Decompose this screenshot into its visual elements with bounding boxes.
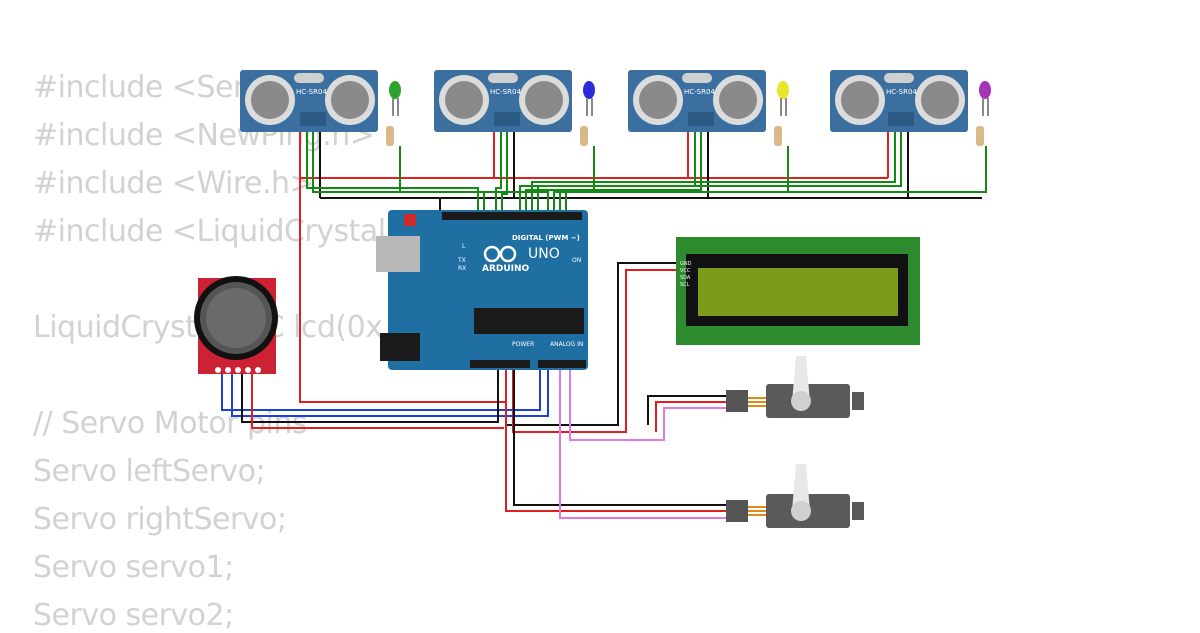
joystick-module xyxy=(194,276,278,374)
code-line: #include <Wire.h> xyxy=(33,166,315,201)
chip xyxy=(474,308,584,334)
resistor xyxy=(580,126,588,146)
digital-header xyxy=(442,212,582,220)
model-label: UNO xyxy=(528,246,560,262)
analog-label: ANALOG IN xyxy=(550,341,583,348)
wire-lcd xyxy=(505,262,680,426)
wire-servo1 xyxy=(647,395,728,425)
resistor xyxy=(774,126,782,146)
analog-header xyxy=(538,360,586,368)
lcd-screen xyxy=(698,268,898,316)
sensor-label: HC-SR04 xyxy=(296,88,327,96)
lcd-pin: SCL xyxy=(680,282,690,288)
servo-motor xyxy=(726,356,864,418)
sensor-label: HC-SR04 xyxy=(490,88,521,96)
ultrasonic-sensor: HC-SR04 xyxy=(628,70,766,132)
sensor-label: HC-SR04 xyxy=(684,88,715,96)
l-label: L xyxy=(462,243,466,250)
wires xyxy=(221,126,987,519)
code-line: Servo servo1; xyxy=(33,550,234,585)
power-label: POWER xyxy=(512,341,534,348)
ultrasonic-sensor: HC-SR04 xyxy=(240,70,378,132)
sensor-label: HC-SR04 xyxy=(886,88,917,96)
code-line: Servo leftServo; xyxy=(33,454,266,489)
led-blue xyxy=(580,81,595,146)
logo-icon xyxy=(483,245,501,263)
lcd-pin: VCC xyxy=(680,268,691,274)
brand-label: ARDUINO xyxy=(482,264,530,274)
resistor xyxy=(386,126,394,146)
led-yellow xyxy=(774,81,789,146)
lcd-pin: SDA xyxy=(680,275,691,281)
power-jack xyxy=(380,333,420,361)
wire-signal xyxy=(306,126,485,212)
led-green xyxy=(386,81,401,146)
on-label: ON xyxy=(572,257,581,264)
rx-label: RX xyxy=(458,265,466,272)
wire-gnd-bus xyxy=(319,126,982,199)
servo-motor xyxy=(726,464,864,528)
arduino-uno: DIGITAL (PWM ~) UNO ARDUINO ON L TX RX P… xyxy=(376,210,588,370)
ultrasonic-sensor: HC-SR04 xyxy=(830,70,968,132)
wire-servo2 xyxy=(513,362,728,506)
wire-joystick xyxy=(221,362,549,417)
lcd-pin: GND xyxy=(680,261,692,267)
lcd-display: GND VCC SDA SCL xyxy=(676,237,920,345)
usb-port xyxy=(376,236,420,272)
tx-label: TX xyxy=(457,257,466,264)
code-line: // Servo Motor pins xyxy=(33,406,307,441)
ultrasonic-sensor: HC-SR04 xyxy=(434,70,572,132)
code-line: Servo rightServo; xyxy=(33,502,287,537)
led-purple xyxy=(976,81,991,146)
power-header xyxy=(470,360,530,368)
code-line: Servo servo2; xyxy=(33,598,234,633)
resistor xyxy=(976,126,984,146)
digital-label: DIGITAL (PWM ~) xyxy=(512,234,580,242)
reset-button xyxy=(404,214,416,226)
